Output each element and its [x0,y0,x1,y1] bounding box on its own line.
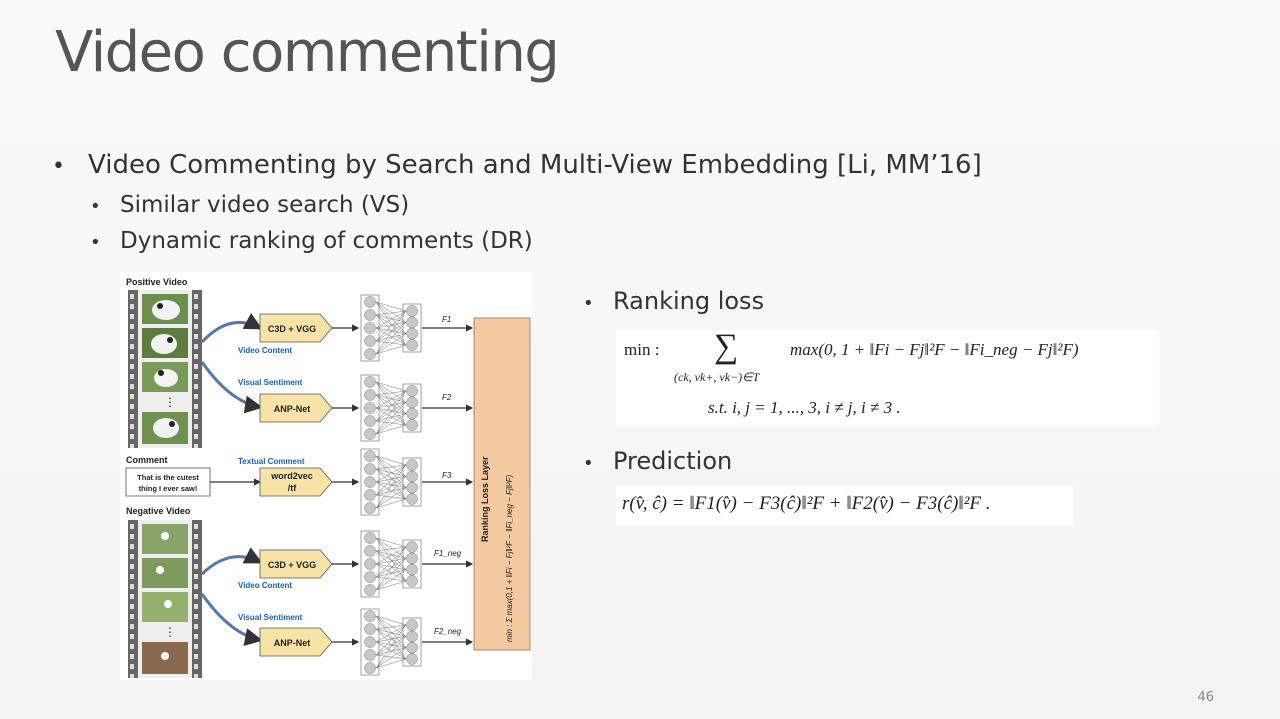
ranking-loss-layer-box [473,317,531,651]
bullet-dot: • [583,293,594,314]
f2neg-label: F2_neg [434,627,462,636]
main-bullet: • Video Commenting by Search and Multi-Vi… [52,150,982,180]
anp-net-box-pos: ANP-Net [274,404,311,414]
comment-text-1: That is the cutest [137,473,199,482]
embedding-networks [332,294,474,676]
eq-min: min : [624,340,660,359]
ranking-loss-equation: min : ∑ (ck, vk+, vk−)∈T max(0, 1 + ‖Fi … [616,328,1159,426]
feature-extractors: C3D + VGG Video Content Visual Sentiment… [200,313,333,657]
word2vec-box-2: /tf [288,483,297,493]
bullet-dot: • [583,453,594,474]
page-number: 46 [1197,690,1214,705]
word2vec-box-1: word2vec [270,471,313,481]
prediction-bullet: • Prediction [583,447,732,475]
sub-bullet-text: Dynamic ranking of comments (DR) [120,228,533,254]
positive-video-strip: ⋮ [128,290,202,448]
architecture-figure: Positive Video ⋮ Comment That is the cut… [120,272,532,680]
slide-title: Video commenting [55,20,560,85]
visual-sentiment-label-neg: Visual Sentiment [238,613,303,622]
f3-label: F3 [442,471,452,480]
negative-video-strip: ⋮ [128,520,202,678]
video-content-label-pos: Video Content [238,346,292,355]
eq-sum-subscript: (ck, vk+, vk−)∈T [674,370,760,384]
sub-bullet-dr: • Dynamic ranking of comments (DR) [90,228,533,254]
prediction-text: Prediction [613,447,733,475]
architecture-diagram: Positive Video ⋮ Comment That is the cut… [125,277,531,678]
bullet-dot: • [52,154,65,179]
embedding-network [332,294,474,362]
ranking-loss-bullet: • Ranking loss [583,287,764,315]
comment-label: Comment [126,455,168,465]
video-content-label-neg: Video Content [238,581,292,590]
f1neg-label: F1_neg [434,549,462,558]
eq-max: max(0, 1 + ‖Fi − Fj‖²F − ‖Fi_neg − Fj‖²F… [790,340,1079,359]
embedding-network [332,530,474,598]
svg-text:⋮: ⋮ [164,395,176,409]
bullet-dot: • [90,232,101,253]
eq-prediction: r(v̂, ĉ) = ‖F1(v̂) − F3(ĉ)‖²F + ‖F2(v̂) … [622,493,991,514]
ranking-loss-formula: min : Σ max(0,1 + ‖Fi − Fj‖²F − ‖Fi_neg … [505,474,514,642]
textual-comment-label: Textual Comment [238,457,305,466]
c3d-vgg-box-neg: C3D + VGG [268,560,316,570]
sub-bullet-text: Similar video search (VS) [120,192,410,218]
main-bullet-text: Video Commenting by Search and Multi-Vie… [88,150,982,180]
c3d-vgg-box-pos: C3D + VGG [268,324,316,334]
embedding-network [332,374,474,442]
ranking-loss-text: Ranking loss [613,287,765,315]
svg-text:⋮: ⋮ [164,625,176,639]
visual-sentiment-label-pos: Visual Sentiment [238,378,303,387]
ranking-loss-layer-label: Ranking Loss Layer [480,456,490,542]
eq-sum: ∑ [714,328,739,365]
embedding-network [332,608,474,676]
f2-label: F2 [442,393,452,402]
prediction-equation: r(v̂, ĉ) = ‖F1(v̂) − F3(ĉ)‖²F + ‖F2(v̂) … [616,486,1074,526]
embedding-network [332,448,474,516]
eq-constraint: s.t. i, j = 1, ..., 3, i ≠ j, i ≠ 3 . [708,398,901,417]
comment-text-2: thing I ever saw! [139,484,198,493]
sub-bullet-vs: • Similar video search (VS) [90,192,409,218]
anp-net-box-neg: ANP-Net [274,638,311,648]
bullet-dot: • [90,196,101,217]
positive-video-label: Positive Video [126,277,188,287]
f1-label: F1 [442,315,451,324]
negative-video-label: Negative Video [126,506,191,516]
